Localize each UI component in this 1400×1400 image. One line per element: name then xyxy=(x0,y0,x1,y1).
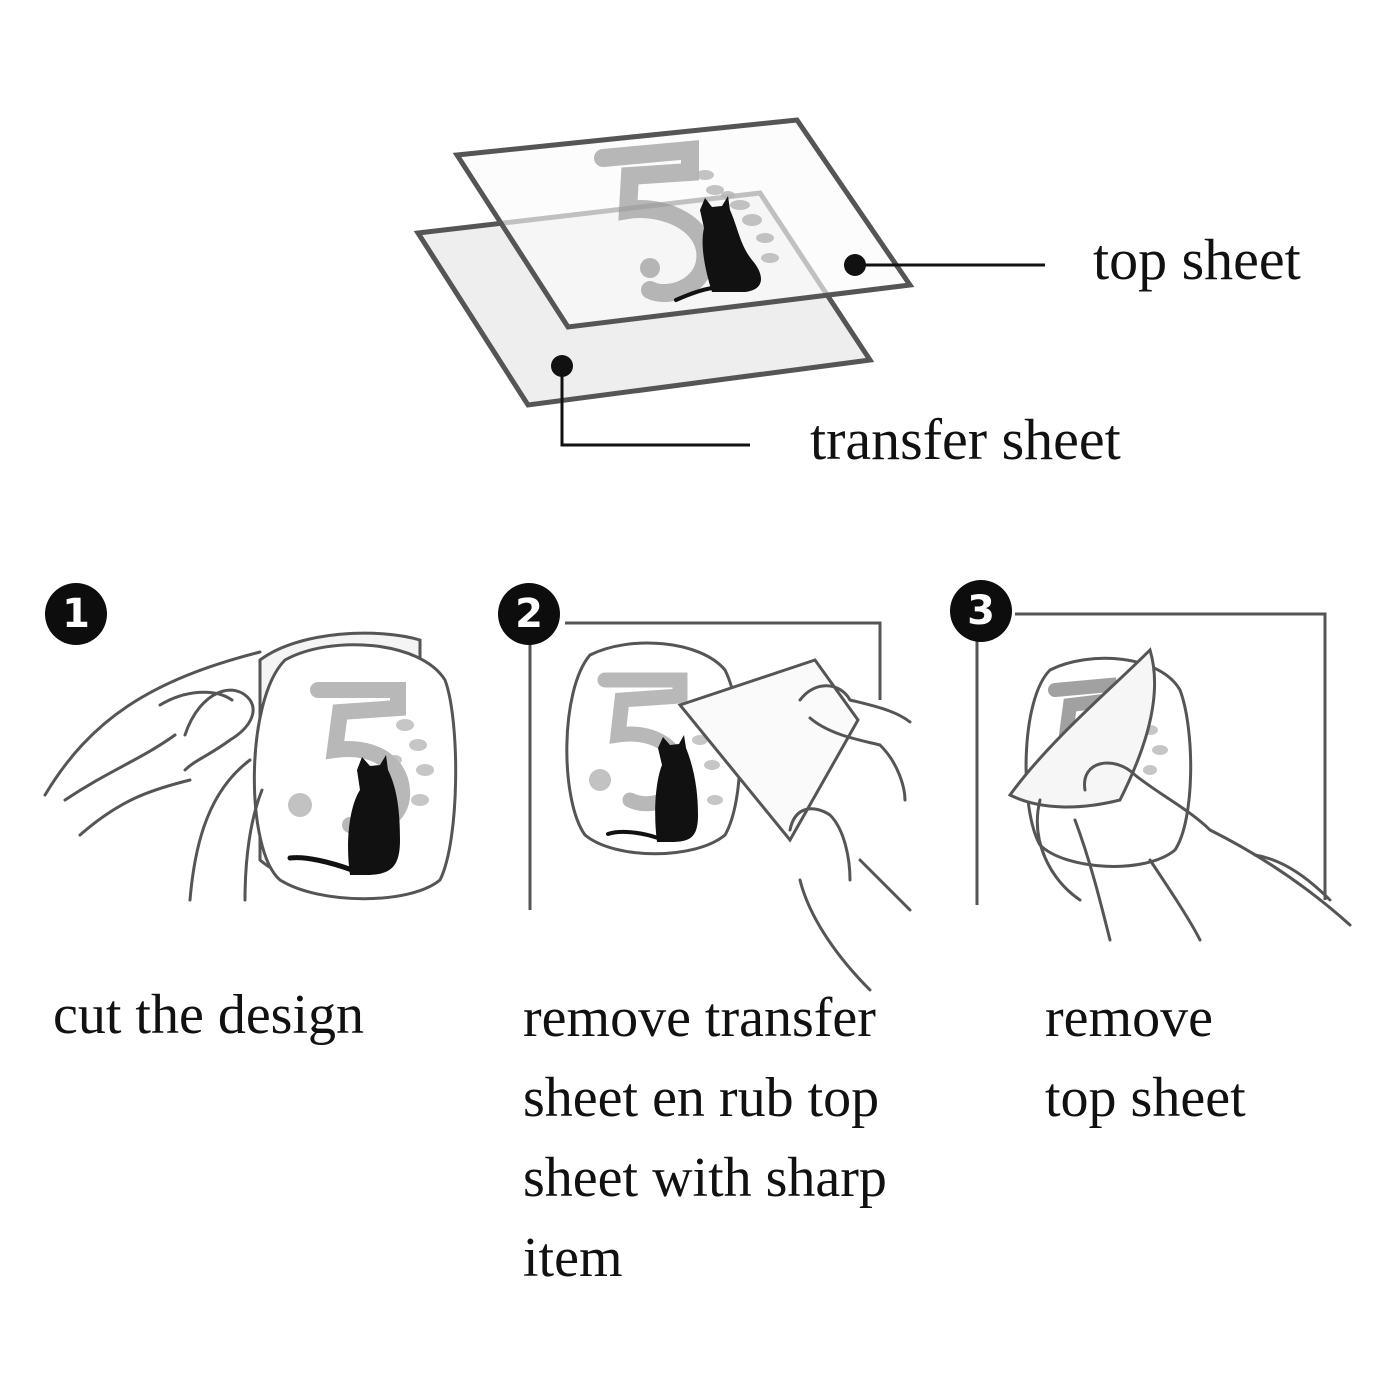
step-1-caption-line: cut the design xyxy=(53,984,365,1046)
step-2-illustration xyxy=(528,621,912,992)
peeled-transfer-sheet xyxy=(677,658,860,843)
step-2-caption-line: remove transfer xyxy=(523,987,876,1049)
label-pointers xyxy=(551,254,1045,447)
step-3-illustration xyxy=(975,612,1352,942)
hands-step-2 xyxy=(788,684,912,992)
step-2-caption-line: sheet en rub top xyxy=(523,1067,880,1129)
cat-silhouette xyxy=(674,196,762,302)
transfer-sheet-pointer-line xyxy=(560,366,750,447)
step-3-caption: remove top sheet xyxy=(1045,978,1246,1138)
hand-step-3 xyxy=(1035,761,1352,942)
transfer-sheet-label: transfer sheet xyxy=(810,407,1121,472)
peeled-top-sheet xyxy=(1007,647,1157,809)
step-3-caption-line: remove xyxy=(1045,987,1213,1049)
step-2-caption-line: sheet with sharp xyxy=(523,1147,887,1209)
step-1-caption: cut the design xyxy=(53,975,364,1055)
step-3-badge: 3 xyxy=(950,580,1012,642)
step-2-caption-line: item xyxy=(523,1227,623,1289)
hand-step-1 xyxy=(43,650,264,902)
step-2-badge: 2 xyxy=(498,583,560,645)
step-1-illustration xyxy=(43,631,458,902)
step-3-caption-line: top sheet xyxy=(1045,1067,1246,1129)
top-sheet-label: top sheet xyxy=(1093,227,1301,292)
step-1-badge: 1 xyxy=(45,583,107,645)
step-2-caption: remove transfer sheet en rub top sheet w… xyxy=(523,978,887,1298)
leaf-cluster xyxy=(696,170,779,263)
sheet-stack-illustration xyxy=(413,117,1045,447)
